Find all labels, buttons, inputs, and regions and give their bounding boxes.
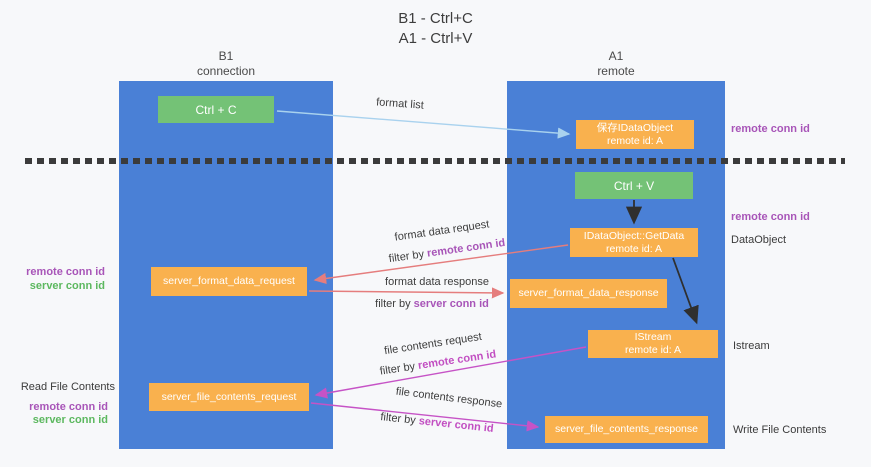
getdata-line2: remote id: A (605, 242, 663, 255)
server-format-data-response-box: server_format_data_response (510, 279, 667, 308)
lane-b1-subtitle: connection (196, 64, 256, 78)
lane-header-b1: B1 connection (119, 49, 333, 79)
lane-header-a1: A1 remote (507, 49, 725, 79)
filter-by-text: filter by (375, 298, 411, 310)
lane-b1-title: B1 (218, 49, 234, 63)
dataobject-side-label: DataObject (731, 234, 787, 246)
filter-by-text: filter by (379, 411, 417, 427)
remote-conn-id-text: remote conn id (417, 348, 497, 372)
filter-by-server-conn-id-label-1: filter by server conn id (375, 298, 489, 310)
istream-line2: remote id: A (624, 344, 682, 356)
server-conn-id-left-label-bottom: server conn id (32, 414, 108, 426)
istream-line1: IStream (634, 331, 672, 343)
arrow-format-data-response (308, 287, 505, 299)
server-format-data-request-box: server_format_data_request (151, 267, 307, 296)
server-file-contents-response-label: server_file_contents_response (554, 423, 698, 435)
remote-conn-id-text: remote conn id (426, 236, 506, 260)
save-idataobject-box: 保存IDataObject remote id: A (576, 120, 694, 149)
idataobject-getdata-box: IDataObject::GetData remote id: A (570, 228, 698, 257)
server-format-data-request-label: server_format_data_request (163, 275, 295, 287)
istream-side-label: Istream (733, 340, 770, 352)
lane-a1-subtitle: remote (597, 64, 635, 78)
session-divider-dashed-line (25, 158, 845, 164)
ctrl-v-label: Ctrl + V (613, 178, 655, 193)
lane-a1-title: A1 (608, 49, 624, 63)
server-file-contents-request-label: server_file_contents_request (161, 390, 297, 403)
title-line-1: B1 - Ctrl+C (398, 10, 473, 27)
format-list-label: format list (375, 96, 425, 112)
read-file-contents-label: Read File Contents (20, 381, 115, 393)
remote-conn-id-side-label-top: remote conn id (731, 123, 810, 135)
ctrl-c-label: Ctrl + C (195, 102, 237, 117)
server-file-contents-request-box: server_file_contents_request (149, 383, 309, 411)
getdata-line1: IDataObject::GetData (583, 229, 685, 242)
write-file-contents-label: Write File Contents (733, 424, 827, 436)
title-line-2: A1 - Ctrl+V (398, 30, 473, 47)
save-idataobject-line1: 保存IDataObject (596, 121, 674, 134)
server-conn-id-text: server conn id (418, 415, 495, 435)
istream-box: IStream remote id: A (588, 330, 718, 358)
filter-by-text: filter by (379, 360, 416, 378)
format-data-response-label: format data response (385, 276, 489, 288)
filter-by-server-conn-id-label-2: filter by server conn id (380, 411, 494, 435)
diagram-title: B1 - Ctrl+C A1 - Ctrl+V (0, 9, 871, 49)
filter-by-text: filter by (388, 248, 425, 266)
save-idataobject-line2: remote id: A (606, 134, 664, 147)
server-conn-id-text: server conn id (413, 298, 489, 310)
ctrl-v-box: Ctrl + V (575, 172, 693, 199)
server-conn-id-left-label-mid: server conn id (29, 280, 105, 292)
remote-conn-id-left-label-mid: remote conn id (26, 266, 105, 278)
remote-conn-id-side-label-mid: remote conn id (731, 211, 810, 223)
file-contents-response-label: file contents response (395, 385, 503, 411)
server-format-data-response-label: server_format_data_response (518, 287, 659, 299)
server-file-contents-response-box: server_file_contents_response (545, 416, 708, 443)
ctrl-c-box: Ctrl + C (158, 96, 274, 123)
remote-conn-id-left-label-bottom: remote conn id (29, 401, 108, 413)
